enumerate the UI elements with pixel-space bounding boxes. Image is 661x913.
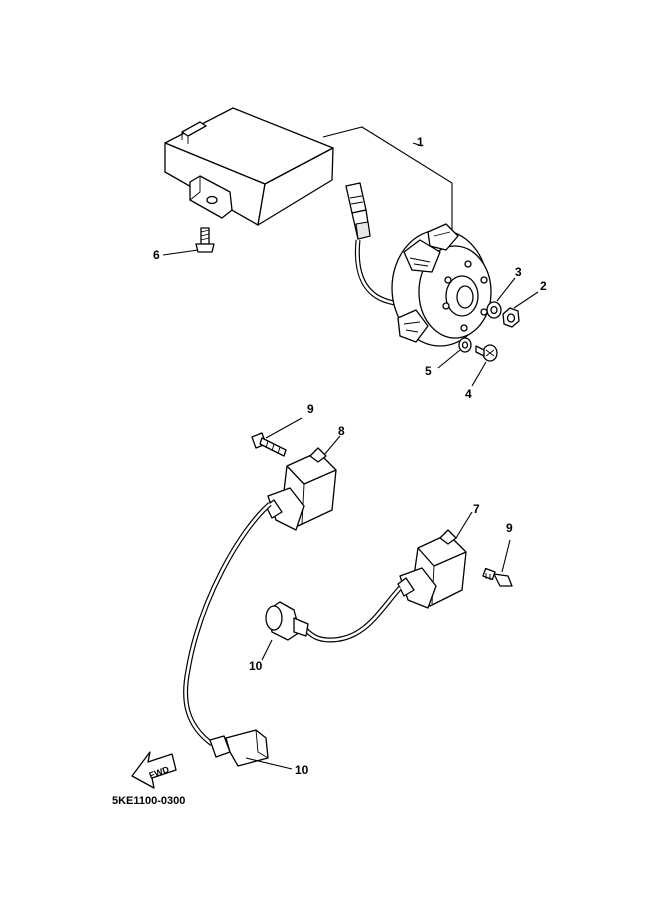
plug-cap-10-upper [261,601,309,661]
fwd-arrow-icon: FWD [131,751,177,789]
callout-4: 4 [465,387,472,401]
ignition-coil-8 [183,435,341,747]
bolt-9-upper [251,417,303,457]
callout-10-lower: 10 [295,763,309,777]
plug-cap-10-lower [209,729,293,770]
bolt-9-right [482,539,513,587]
nut-2 [502,291,539,328]
washer-3 [486,277,516,319]
diagram-code: 5KE1100-0300 [112,795,185,807]
bolt-6 [162,227,215,256]
callout-2: 2 [540,279,547,293]
callout-8: 8 [338,424,345,438]
callout-9-right: 9 [506,521,513,535]
callout-5: 5 [425,364,432,378]
callout-7: 7 [473,502,480,516]
washer-5 [437,337,472,369]
callout-1: 1 [417,135,424,149]
cdi-unit [164,107,334,226]
callout-10-upper: 10 [249,659,263,673]
screw-4 [471,344,498,387]
callout-6: 6 [153,248,160,262]
leader-1 [322,126,453,230]
stator-assembly [345,182,492,347]
ignition-coil-7 [304,511,473,643]
callout-9-upper: 9 [307,402,314,416]
callout-3: 3 [515,265,522,279]
